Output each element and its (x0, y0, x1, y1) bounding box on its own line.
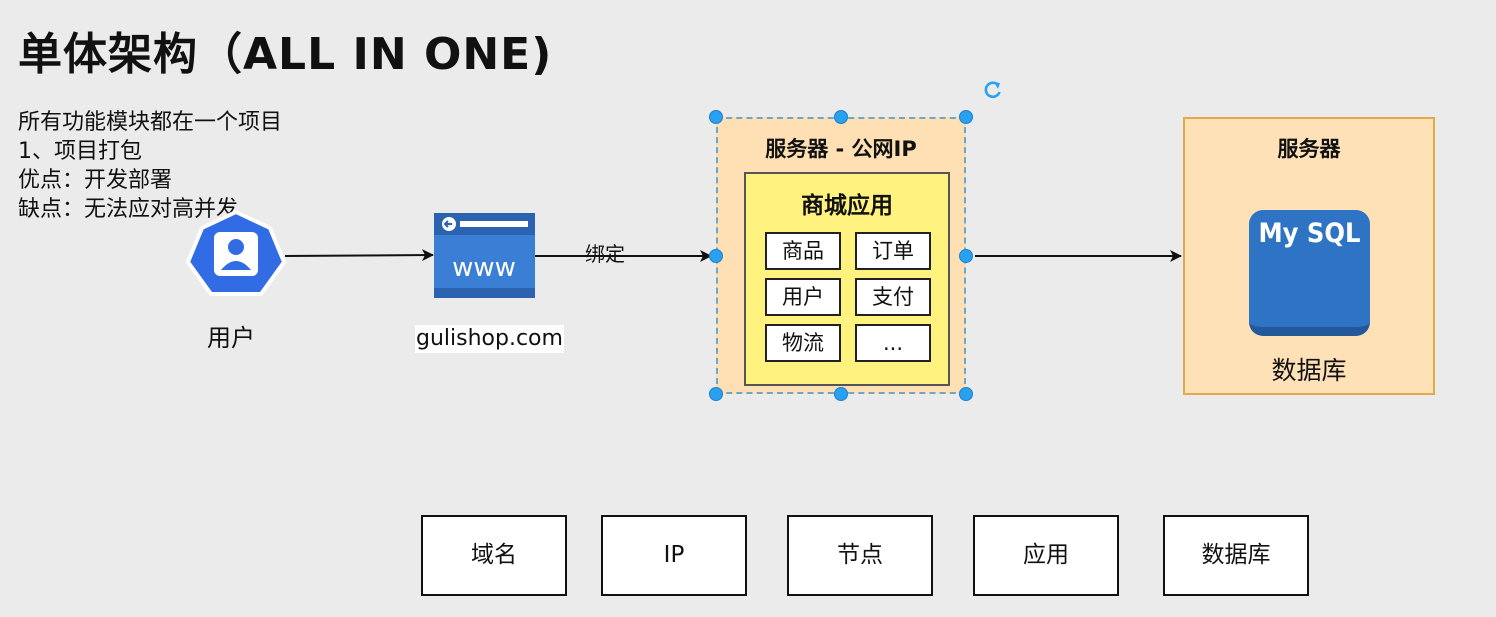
module-more[interactable]: ... (855, 324, 931, 362)
resize-handle-sw[interactable] (709, 387, 723, 401)
mall-app-node[interactable]: 商城应用 商品 订单 用户 支付 物流 ... (744, 172, 950, 386)
db-server-node[interactable]: 服务器 My SQL 数据库 (1183, 117, 1435, 395)
concept-node-box[interactable]: 节点 (787, 515, 933, 596)
resize-handle-w[interactable] (709, 249, 723, 263)
resize-handle-se[interactable] (959, 387, 973, 401)
module-user[interactable]: 用户 (765, 278, 841, 316)
resize-handle-n[interactable] (834, 110, 848, 124)
note-line: 所有功能模块都在一个项目 (18, 110, 283, 135)
web-server-title: 服务器 - 公网IP (765, 137, 917, 161)
browser-www-icon[interactable]: www (434, 213, 535, 298)
module-payment[interactable]: 支付 (855, 278, 931, 316)
resize-handle-nw[interactable] (709, 110, 723, 124)
mysql-logo-text: My SQL (1258, 218, 1361, 249)
module-product[interactable]: 商品 (765, 232, 841, 270)
browser-www-text: www (452, 253, 516, 283)
bind-edge-label: 绑定 (585, 242, 625, 266)
resize-handle-s[interactable] (834, 387, 848, 401)
page-title: 单体架构（ALL IN ONE) (18, 29, 553, 80)
concept-domain-box[interactable]: 域名 (421, 515, 567, 596)
note-line: 1、项目打包 (18, 139, 142, 164)
module-order[interactable]: 订单 (855, 232, 931, 270)
concept-ip-box[interactable]: IP (601, 515, 747, 596)
user-avatar-icon[interactable] (185, 209, 287, 296)
user-label: 用户 (207, 324, 255, 352)
note-line: 缺点：无法应对高并发 (18, 197, 239, 222)
resize-handle-ne[interactable] (959, 110, 973, 124)
concept-app-box[interactable]: 应用 (973, 515, 1119, 596)
module-logistics[interactable]: 物流 (765, 324, 841, 362)
notes-text: 所有功能模块都在一个项目 1、项目打包 优点：开发部署 缺点：无法应对高并发 (18, 108, 282, 224)
domain-label: gulishop.com (415, 325, 564, 353)
resize-handle-e[interactable] (959, 249, 973, 263)
mysql-database-icon[interactable]: My SQL (1249, 210, 1370, 336)
db-server-title: 服务器 (1277, 137, 1341, 161)
database-label: 数据库 (1271, 356, 1347, 385)
rotate-icon[interactable] (983, 80, 1003, 100)
web-server-node[interactable]: 服务器 - 公网IP 商城应用 商品 订单 用户 支付 物流 ... (716, 117, 966, 394)
mall-app-title: 商城应用 (801, 193, 893, 219)
user-to-browser-arrow (284, 249, 434, 262)
note-line: 优点：开发部署 (18, 168, 173, 193)
concept-database-box[interactable]: 数据库 (1163, 515, 1309, 596)
